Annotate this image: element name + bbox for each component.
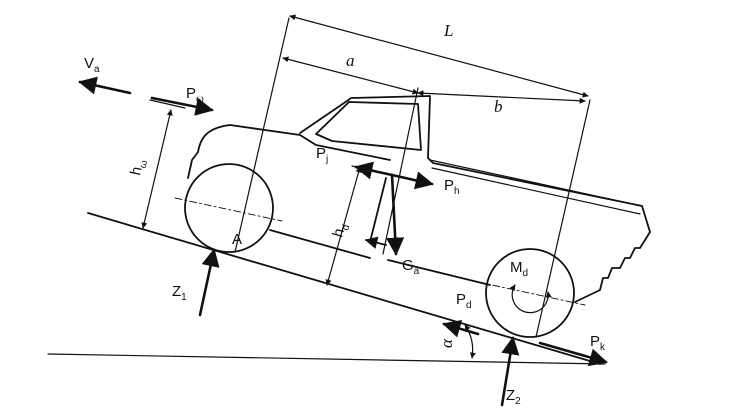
horizontal-ground-line — [47, 353, 606, 365]
label-ga: Ga — [402, 257, 420, 277]
front-wheel — [184, 163, 274, 253]
slope-angle-arc — [464, 324, 476, 359]
label-hw: hω — [127, 157, 150, 177]
label-z1: Z1 — [172, 283, 187, 303]
label-alpha: α — [437, 338, 456, 348]
label-pd: Pd — [456, 291, 472, 311]
dimension-a — [282, 56, 419, 95]
front-wheel-vertical-line — [234, 17, 290, 253]
label-pj: Pj — [316, 145, 328, 165]
label-hd: hd — [329, 221, 352, 240]
moment-md-arc — [509, 284, 552, 314]
bed-rail — [429, 159, 643, 215]
label-md: Md — [510, 259, 528, 279]
dimension-L — [289, 14, 589, 98]
va-arrow — [78, 76, 132, 95]
ga-arrow — [386, 173, 405, 256]
front-axle-centerline — [174, 197, 283, 222]
rear-axle-centerline — [477, 281, 586, 306]
dimension-hd — [325, 166, 362, 286]
slope-short-arrow — [364, 236, 387, 249]
label-L: L — [443, 21, 453, 40]
label-pw: Pω — [186, 85, 204, 105]
pj-arrow — [354, 161, 394, 180]
rear-wheel — [485, 248, 575, 338]
dimension-hw — [141, 109, 173, 229]
pk-arrow — [538, 341, 608, 367]
vehicle-body-outline — [187, 95, 651, 303]
ga-component-line — [369, 177, 387, 243]
label-a: a — [346, 51, 355, 70]
pd-arrow — [442, 319, 480, 338]
label-b: b — [494, 97, 503, 116]
z2-arrow — [500, 336, 520, 407]
label-ph: Ph — [444, 177, 460, 197]
label-point-a: A — [232, 231, 242, 248]
pw-arrow — [150, 96, 214, 116]
ph-arrow — [390, 171, 434, 190]
rear-wheel-vertical-line — [535, 99, 591, 338]
label-va: Va — [84, 55, 100, 75]
cg-vertical-line — [382, 87, 419, 255]
cab-window — [315, 101, 422, 151]
dimension-b — [417, 90, 586, 104]
hw-extension — [149, 99, 186, 109]
label-pk: Pk — [590, 333, 606, 353]
z1-arrow — [198, 248, 220, 317]
label-z2: Z2 — [506, 387, 521, 407]
